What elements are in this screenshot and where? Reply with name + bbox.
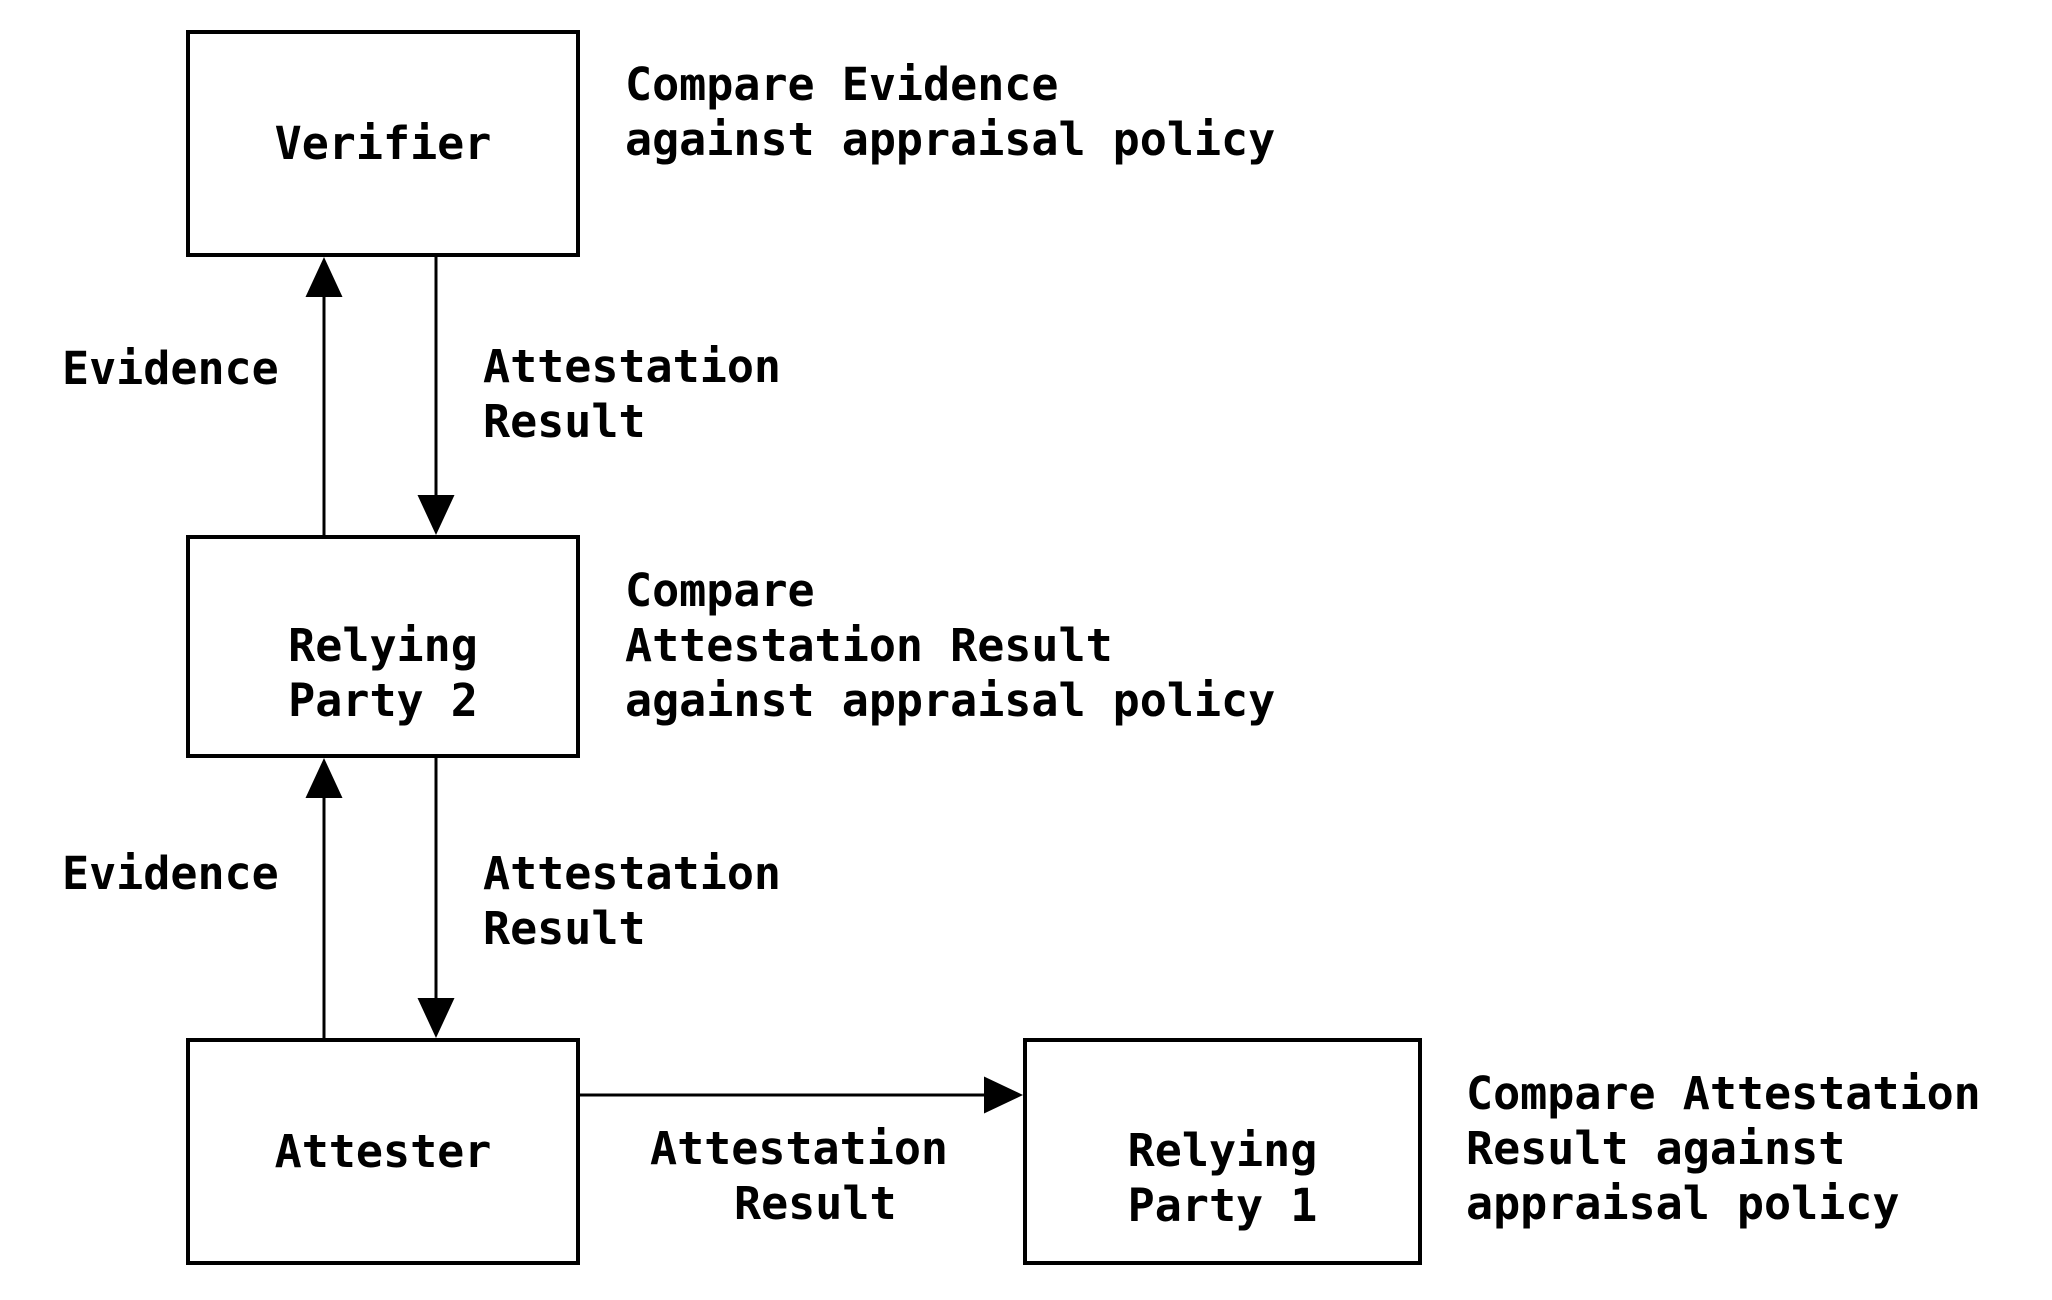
arrowhead-right-icon	[984, 1076, 1023, 1114]
node-relying-party-1: Relying Party 1	[1023, 1038, 1422, 1265]
note-rp1-line2: Result against	[1466, 1122, 1846, 1175]
node-attester-label: Attester	[275, 1124, 492, 1179]
edge-label-ar-2-line2: Result	[483, 902, 646, 955]
attestation-result-arrow-verifier-to-rp2	[417, 257, 455, 535]
node-relying-party-1-label: Relying Party 1	[1128, 1123, 1318, 1233]
node-relying-party-2: Relying Party 2	[186, 535, 580, 758]
edge-label-evidence-rp2-to-verifier: Evidence	[62, 341, 279, 396]
note-relying-party-1-appraisal: Compare Attestation Result against appra…	[1466, 1066, 1981, 1231]
node-relying-party-2-line1: Relying	[288, 618, 478, 672]
node-verifier: Verifier	[186, 30, 580, 257]
note-relying-party-2-appraisal: Compare Attestation Result against appra…	[625, 563, 1275, 728]
edge-label-evidence-1-text: Evidence	[62, 342, 279, 395]
node-relying-party-2-line2: Party 2	[288, 673, 478, 727]
edge-label-attestation-result-attester-to-rp1: Attestation Result	[650, 1121, 948, 1231]
edge-label-ar-3-line1: Attestation	[650, 1122, 949, 1175]
arrowhead-down-icon	[417, 998, 455, 1038]
note-verifier-appraisal: Compare Evidence against appraisal polic…	[625, 57, 1275, 167]
edge-label-ar-1-line2: Result	[483, 395, 646, 448]
edge-label-attestation-result-verifier-to-rp2: Attestation Result	[483, 339, 781, 449]
note-rp1-line1: Compare Attestation	[1466, 1067, 1981, 1120]
note-rp2-line3: against appraisal policy	[625, 674, 1276, 727]
note-rp2-line1: Compare	[625, 564, 815, 617]
node-attester: Attester	[186, 1038, 580, 1265]
evidence-arrow-attester-to-rp2	[305, 758, 343, 1038]
node-verifier-label: Verifier	[275, 116, 492, 171]
attestation-result-arrow-attester-to-rp1	[580, 1076, 1023, 1114]
arrowhead-up-icon	[305, 758, 343, 798]
arrowhead-up-icon	[305, 257, 343, 297]
node-relying-party-2-label: Relying Party 2	[288, 618, 478, 728]
note-rp1-line3: appraisal policy	[1466, 1177, 1900, 1230]
node-attester-label-text: Attester	[274, 1125, 492, 1178]
note-verifier-line2: against appraisal policy	[625, 113, 1276, 166]
edge-label-evidence-2-text: Evidence	[62, 847, 279, 900]
node-relying-party-1-line2: Party 1	[1127, 1178, 1318, 1232]
note-rp2-line2: Attestation Result	[625, 619, 1113, 672]
edge-label-ar-2-line1: Attestation	[483, 847, 782, 900]
evidence-arrow-rp2-to-verifier	[305, 257, 343, 535]
node-verifier-label-text: Verifier	[274, 117, 492, 170]
edge-label-ar-3-line2: Result	[734, 1177, 897, 1230]
node-relying-party-1-line1: Relying	[1127, 1123, 1318, 1177]
edge-label-attestation-result-rp2-to-attester: Attestation Result	[483, 846, 781, 956]
attestation-result-arrow-rp2-to-attester	[417, 758, 455, 1038]
arrowhead-down-icon	[417, 495, 455, 535]
edge-label-ar-1-line1: Attestation	[483, 340, 782, 393]
edge-label-evidence-attester-to-rp2: Evidence	[62, 846, 279, 901]
note-verifier-line1: Compare Evidence	[625, 58, 1059, 111]
